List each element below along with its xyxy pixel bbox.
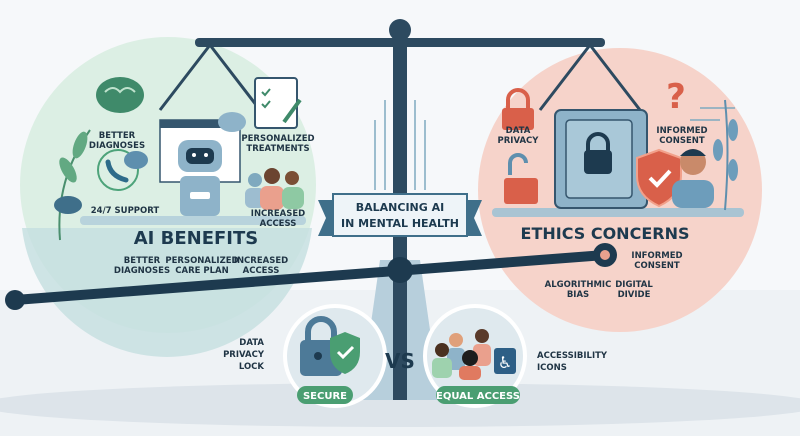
vs-label: VS xyxy=(385,349,415,373)
beam-center-joint xyxy=(387,257,413,283)
tilted-beam xyxy=(10,250,610,305)
ethics-title: ETHICS CONCERNS xyxy=(521,224,690,243)
question-mark-icon: ? xyxy=(666,77,686,117)
secure-badge-text: SECURE xyxy=(303,391,347,402)
padlock-icon xyxy=(502,88,534,130)
phone-chat-icon xyxy=(97,149,148,191)
top-beam xyxy=(195,38,605,47)
privacy-lock-medallion xyxy=(283,304,387,408)
wheelchair-icon xyxy=(494,348,516,374)
floor-shadow xyxy=(0,383,800,427)
clipboard-icon xyxy=(254,77,302,129)
banner-line-2: IN MENTAL HEALTH xyxy=(341,217,459,230)
title-banner: BALANCING AI IN MENTAL HEALTH xyxy=(318,193,482,237)
leaf-icon xyxy=(54,129,91,241)
equal-access-badge xyxy=(436,386,520,404)
people-icon xyxy=(245,168,304,210)
brain-icon xyxy=(96,77,144,113)
ethics-pan-rim xyxy=(492,208,744,217)
benefits-pan-rim xyxy=(80,216,306,225)
person-icon xyxy=(672,149,714,208)
svg-text:♿: ♿ xyxy=(498,353,512,372)
broken-padlock-icon xyxy=(504,153,538,204)
shield-check-icon xyxy=(636,148,682,208)
benefits-title: AI BENEFITS xyxy=(134,228,259,249)
robot-icon xyxy=(159,112,246,216)
beam-left-joint xyxy=(5,290,25,310)
svg-text:?: ? xyxy=(666,77,686,117)
accessibility-medallion: ♿ xyxy=(423,304,527,408)
circuit-decoration xyxy=(374,100,735,190)
equal-access-badge-text: EQUAL ACCESS xyxy=(436,391,520,402)
plant-icon xyxy=(713,99,738,211)
safe-icon xyxy=(554,109,648,209)
banner-line-1: BALANCING AI xyxy=(356,201,444,214)
label-24-7-support: 24/7 SUPPORT xyxy=(91,206,160,216)
right-hanger xyxy=(538,44,642,111)
left-hanger xyxy=(158,44,262,111)
secure-badge xyxy=(297,386,353,404)
top-knob xyxy=(389,19,411,41)
